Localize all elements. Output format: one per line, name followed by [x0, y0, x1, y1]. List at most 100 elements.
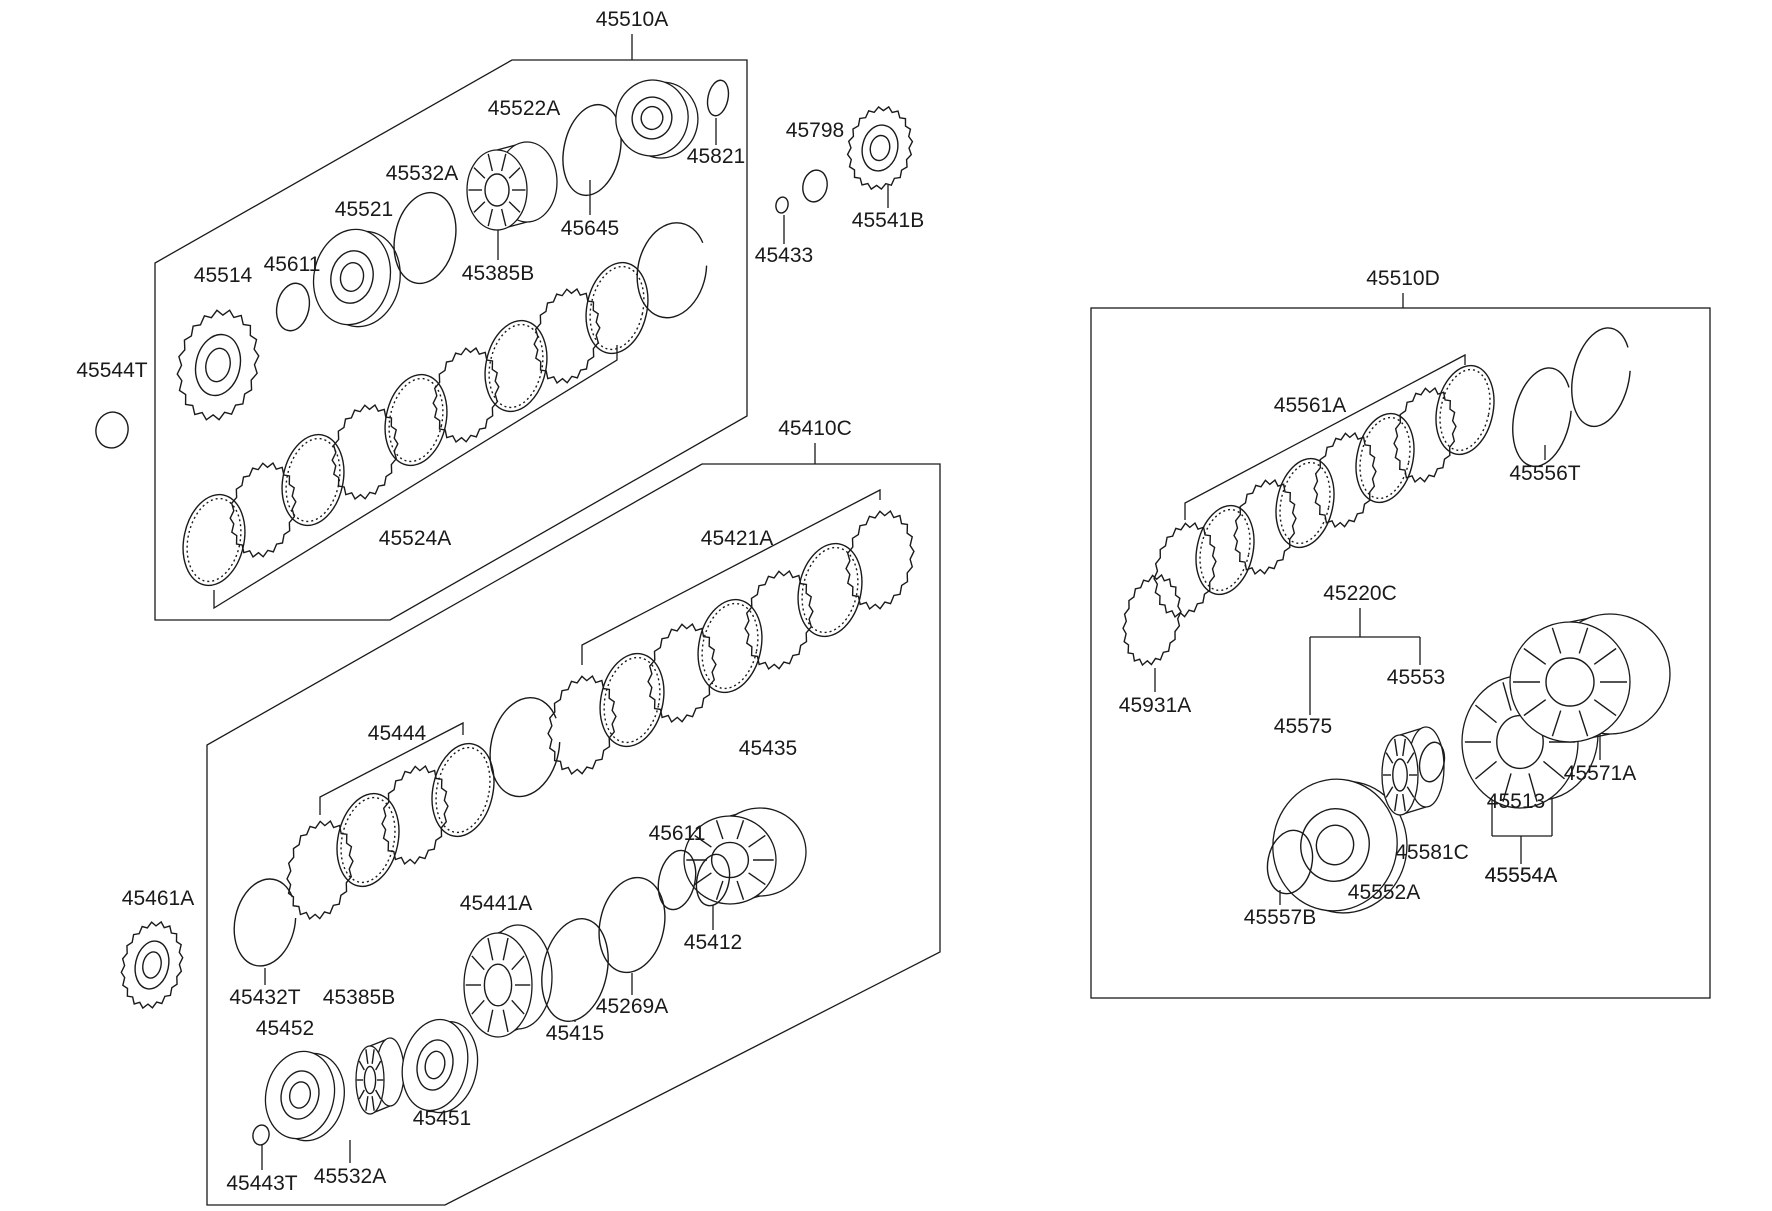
clutch-disc-45421A [744, 570, 814, 670]
label-45269A: 45269A [596, 995, 668, 1018]
snap-ring-45410C [489, 697, 561, 798]
part-45541B-hub [869, 134, 891, 162]
part-45412 [695, 853, 731, 907]
part-labels: 45510A45524A45522A4582145532A45521456454… [76, 8, 1636, 1195]
group-label-45220C: 45220C [1323, 582, 1397, 605]
part-45931A [1122, 573, 1182, 667]
part-45822-hub [615, 79, 699, 159]
label-45821: 45821 [687, 145, 745, 168]
label-45432T: 45432T [229, 986, 300, 1009]
label-45931A: 45931A [1119, 694, 1191, 717]
label-45452: 45452 [256, 1017, 314, 1040]
label-45444: 45444 [368, 722, 427, 745]
label-45561A: 45561A [1274, 394, 1346, 417]
label-45557B: 45557B [1244, 906, 1316, 929]
part-45514-bore [194, 333, 242, 397]
label-45514: 45514 [194, 264, 253, 287]
part-45556T-a [1512, 367, 1572, 468]
label-45611: 45611 [264, 253, 321, 276]
clutch-plate-45561A [1355, 412, 1415, 504]
snap-ring-45510A [636, 222, 708, 319]
label-45513: 45513 [1487, 790, 1545, 813]
part-45452 [264, 1050, 345, 1142]
part-45443T [252, 1124, 270, 1146]
part-45541B [846, 105, 914, 191]
label-45433: 45433 [755, 244, 813, 267]
frame-45510D [1090, 307, 1711, 999]
group-label-45410C: 45410C [778, 417, 852, 440]
part-45415 [541, 918, 609, 1022]
clutch-disc-45561A [1153, 521, 1217, 619]
part-45461A-hub [142, 951, 162, 979]
part-45433 [775, 196, 789, 214]
part-45553 [1418, 741, 1446, 783]
label-45532A: 45532A [386, 162, 458, 185]
label-45544T: 45544T [76, 359, 147, 382]
part-45385B-b [355, 1037, 405, 1115]
group-label-45554A: 45554A [1485, 864, 1557, 887]
part-45432T [233, 878, 297, 967]
clutch-plate-45421A [599, 652, 665, 748]
clutch-plate-45561A [1435, 364, 1495, 456]
label-45521: 45521 [335, 198, 393, 221]
clutch-plate-45524A [281, 433, 345, 527]
label-45575: 45575 [1274, 715, 1332, 738]
clutch-disc-45561A [1393, 386, 1457, 484]
clutch-plate-45444 [336, 792, 400, 888]
clutch-disc-45444 [381, 764, 449, 866]
clutch-plate-45561A [1275, 457, 1335, 549]
clutch-disc-45524A [331, 403, 399, 501]
clutch-disc-45421A [845, 510, 915, 610]
clutch-disc-45524A [229, 461, 297, 559]
part-45541B-bore [861, 124, 899, 172]
clutch-disc-45561A [1313, 431, 1377, 529]
clutch-disc-45561A [1233, 478, 1297, 576]
clutch-plate-45421A [797, 542, 863, 638]
part-45435 [683, 807, 807, 905]
part-45451 [401, 1018, 479, 1114]
label-45441A: 45441A [460, 892, 532, 915]
label-45421A: 45421A [701, 527, 773, 550]
part-45611-b [657, 849, 697, 911]
clutch-plate-45524A [182, 493, 246, 587]
label-45415: 45415 [546, 1022, 604, 1045]
label-45611-b: 45611 [649, 822, 706, 845]
part-45581C [1381, 726, 1445, 816]
part-45521 [312, 228, 401, 328]
part-45611-a [275, 282, 311, 332]
leader-45561A-bus [1184, 353, 1466, 520]
label-45443T: 45443T [226, 1172, 297, 1195]
clutch-plate-45524A [384, 373, 448, 467]
part-45461A [120, 920, 184, 1010]
label-45552A: 45552A [1348, 881, 1420, 904]
part-45461A-bore [134, 940, 170, 990]
part-45556T-b [1571, 327, 1631, 428]
part-45575 [1272, 778, 1408, 914]
part-45821 [706, 79, 730, 117]
label-45645: 45645 [561, 217, 619, 240]
label-45798: 45798 [786, 119, 844, 142]
part-45557B [1266, 829, 1314, 895]
clutch-disc-45524A [432, 346, 500, 444]
label-45556T: 45556T [1509, 462, 1580, 485]
frame-45410C [206, 463, 941, 1206]
clutch-plate-45524A [585, 261, 649, 355]
part-45645 [562, 103, 622, 197]
part-45514-hub [205, 347, 231, 383]
clutch-plate-45524A [484, 319, 548, 413]
label-45412: 45412 [684, 931, 742, 954]
frame-45510A [154, 59, 748, 621]
clutch-disc-45421A [647, 623, 717, 723]
group-label-45510A: 45510A [596, 8, 668, 31]
clutch-plate-45421A [697, 598, 763, 694]
part-45571A [1509, 613, 1671, 743]
label-45461A: 45461A [122, 887, 194, 910]
label-45385B-b: 45385B [323, 986, 395, 1009]
leader-45444-bus [319, 721, 464, 815]
label-45553: 45553 [1387, 666, 1445, 689]
part-45544T [95, 411, 129, 449]
clutch-disc-45444 [286, 819, 354, 921]
part-45269A [598, 876, 666, 974]
